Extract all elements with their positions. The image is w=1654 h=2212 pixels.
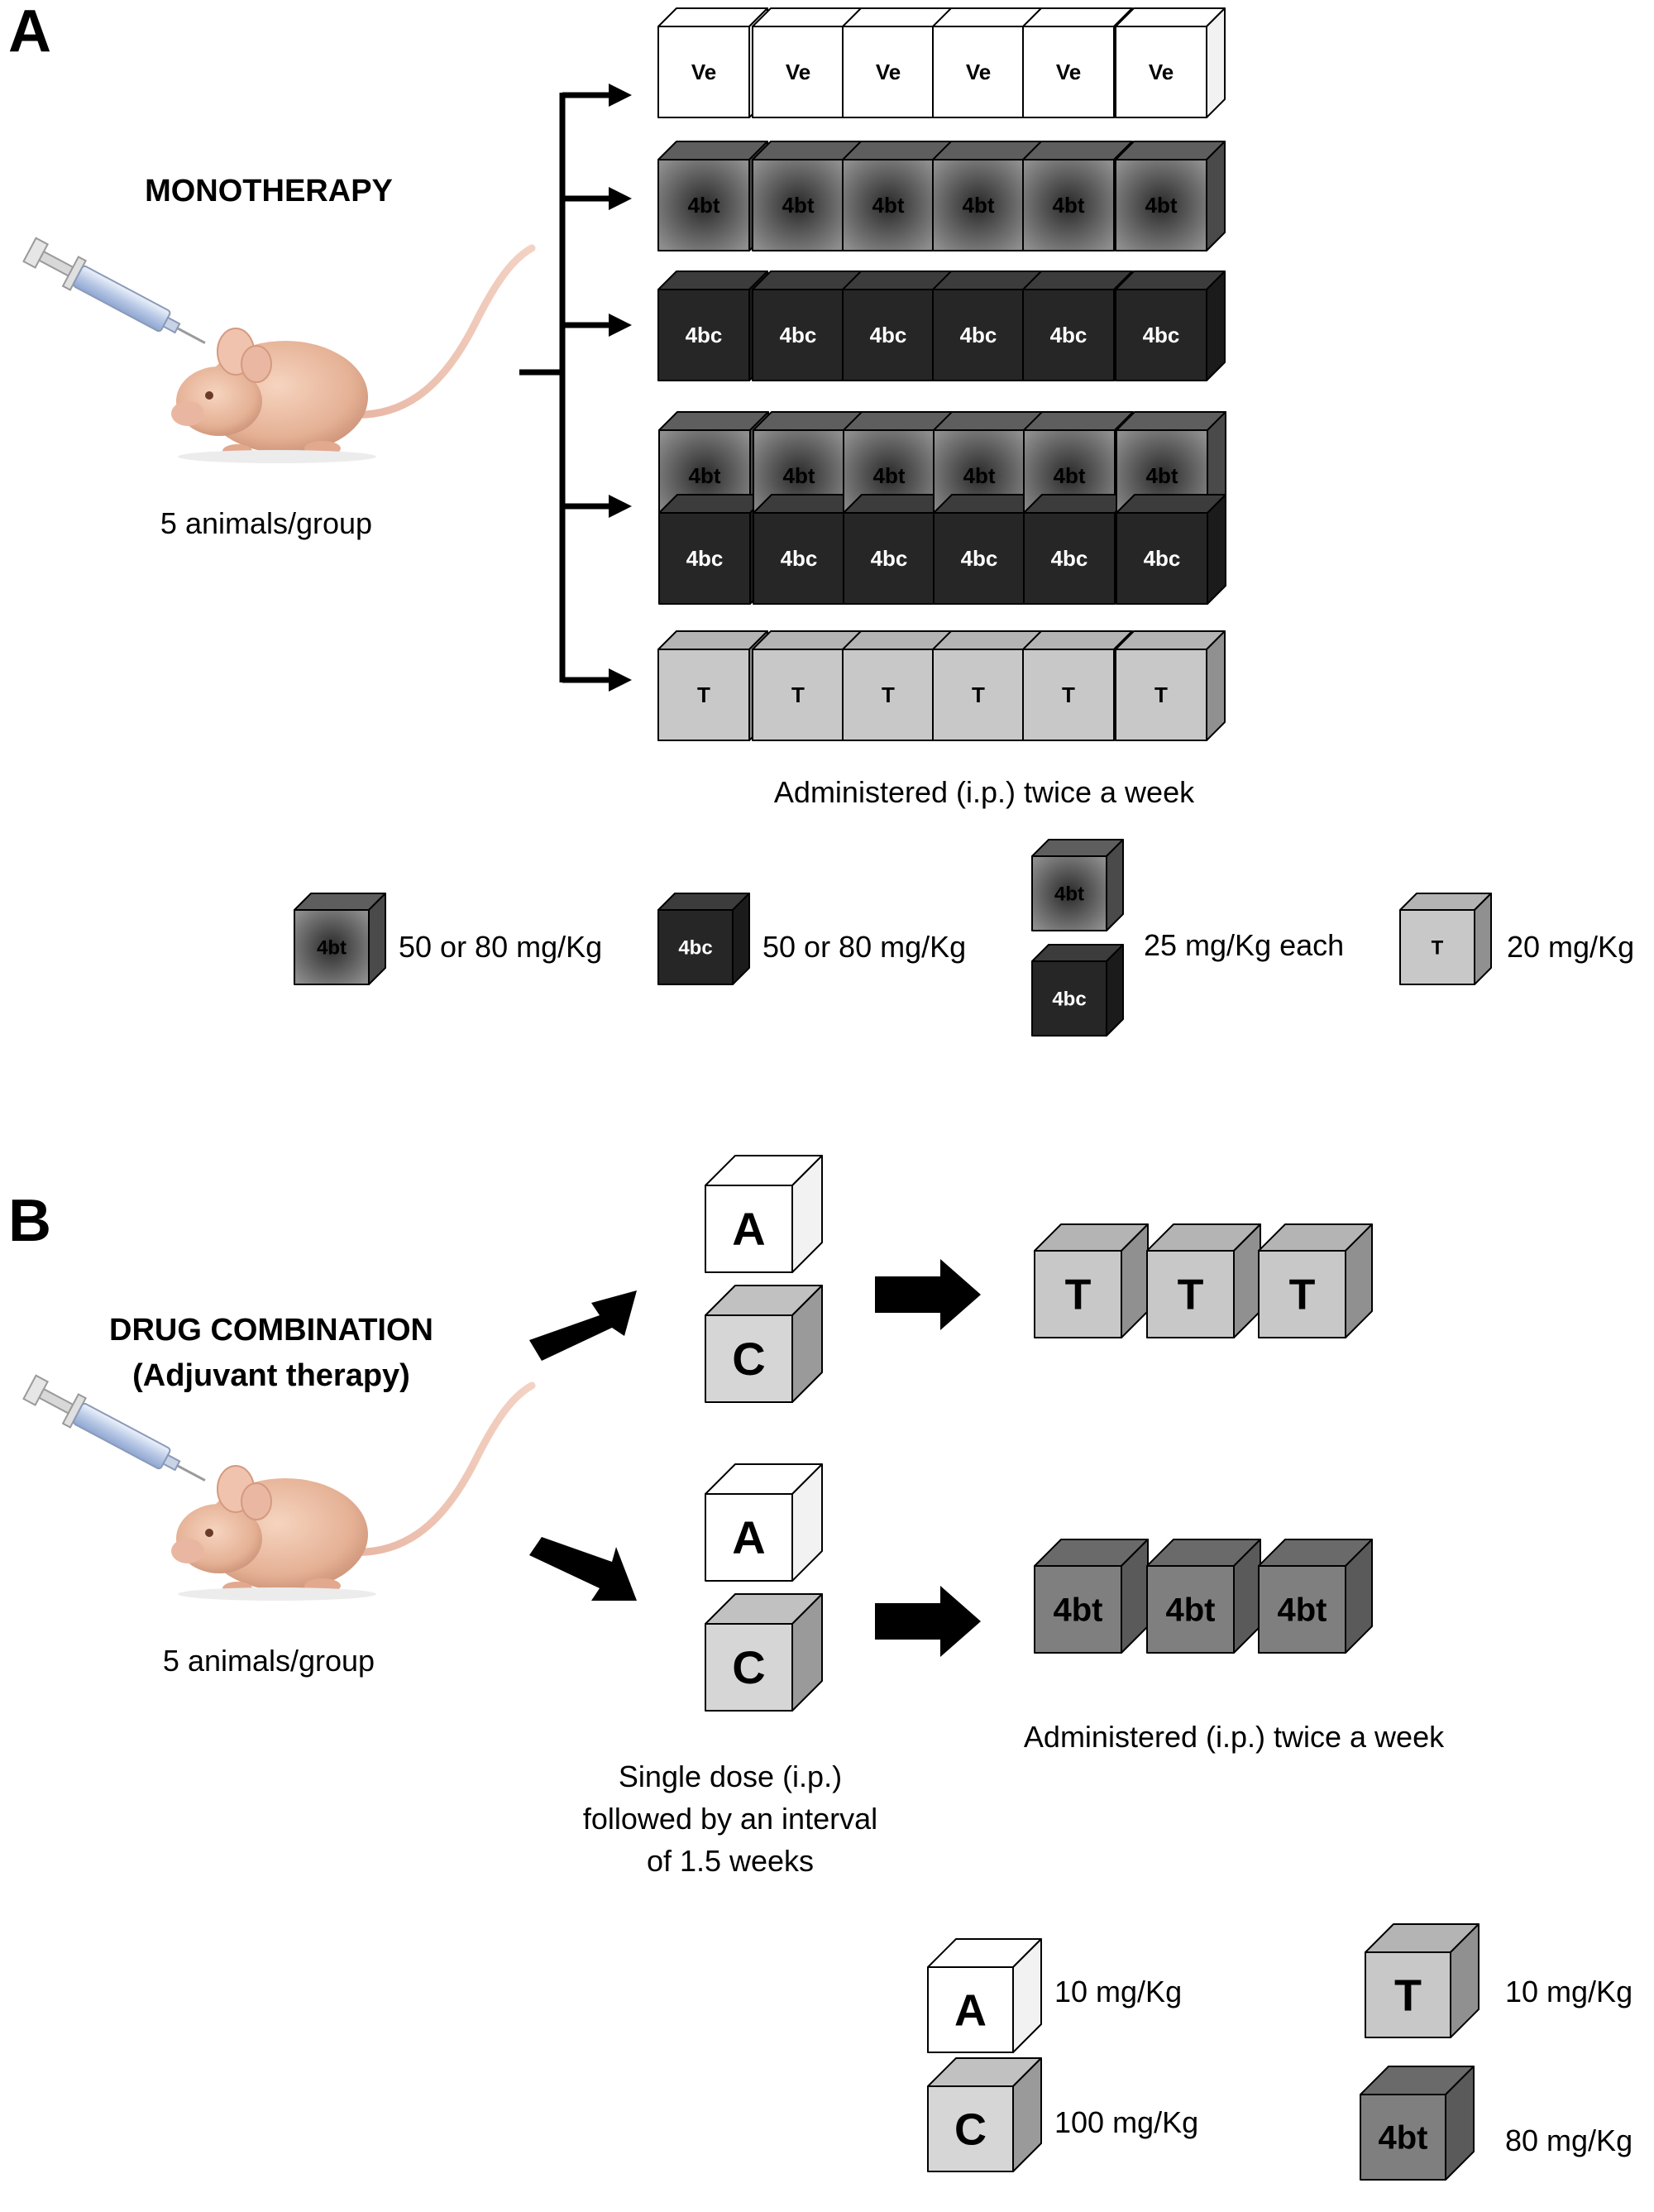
mouse-ear: [241, 1482, 272, 1520]
legend-b-cube-t: T: [1365, 1923, 1480, 2038]
mouse-with-syringe-illustration: [22, 237, 536, 463]
panel-a-legend: 4bt 50 or 80 mg/Kg 4bc 50 or 80 mg/Kg 4bt 4bc…: [294, 839, 1634, 1037]
mouse-shadow: [178, 1587, 376, 1601]
cube-4bc-combo-bottom: 4bc: [1116, 494, 1226, 605]
legend-a-cube-4bt-combo: 4bt: [1031, 839, 1124, 931]
syringe-icon: [22, 1374, 206, 1482]
mouse-tail: [335, 1381, 536, 1556]
cube-4bc-group: 4bc: [1115, 271, 1226, 381]
syringe-icon: [22, 237, 206, 344]
cube-a-row1: A: [705, 1155, 823, 1273]
legend-b-cube-c: C: [927, 2057, 1042, 2172]
arrow-to-row2: [529, 1537, 637, 1601]
cube-t-treatment: T: [1258, 1223, 1373, 1338]
cube-a-row2: A: [705, 1463, 823, 1582]
cube-t-group: T: [1115, 630, 1226, 741]
arrow-row1-to-treatment: [875, 1259, 981, 1330]
panel-a-title: MONOTHERAPY: [145, 174, 393, 208]
panel-b-title-line2: (Adjuvant therapy): [132, 1358, 410, 1393]
legend-b-cube-a: A: [927, 1938, 1042, 2053]
cube-t-group: T: [657, 630, 768, 741]
mouse-ear: [241, 345, 272, 383]
panel-a-admin-note: Administered (i.p.) twice a week: [774, 775, 1195, 809]
legend-b-dose-4bt: 80 mg/Kg: [1505, 2123, 1632, 2157]
mouse-with-syringe-illustration: [22, 1374, 536, 1601]
cube-c-row1: C: [705, 1285, 823, 1403]
cube-4bt-group: 4bt: [1115, 141, 1226, 251]
legend-a-cube-4bt: 4bt: [294, 893, 386, 985]
mouse-shadow: [178, 450, 376, 463]
legend-a-dose-combo: 25 mg/Kg each: [1144, 928, 1344, 962]
arrow-to-row1: [529, 1290, 637, 1361]
cube-4bt-group: 4bt: [657, 141, 768, 251]
legend-a-dose-4bt: 50 or 80 mg/Kg: [399, 930, 602, 964]
cube-ve-group: Ve: [657, 7, 768, 118]
mouse-tail: [335, 244, 536, 419]
legend-a-cube-4bc: 4bc: [657, 893, 750, 985]
cube-ve-group: Ve: [752, 7, 863, 118]
panel-b-letter: B: [8, 1188, 51, 1254]
arrow-row2-to-treatment: [875, 1586, 981, 1657]
panel-b-admin-note: Administered (i.p.) twice a week: [1024, 1720, 1445, 1754]
cube-t-treatment: T: [1034, 1223, 1149, 1338]
cube-4bt-treatment: 4bt: [1258, 1539, 1373, 1654]
panel-a-animals: 5 animals/group: [160, 506, 372, 540]
cube-c-row2: C: [705, 1593, 823, 1712]
branch-arrows: [519, 92, 612, 683]
mouse-snout: [171, 1539, 204, 1563]
cube-4bt-treatment: 4bt: [1146, 1539, 1261, 1654]
single-dose-line3: of 1.5 weeks: [647, 1844, 814, 1878]
single-dose-line1: Single dose (i.p.): [619, 1760, 842, 1793]
single-dose-line2: followed by an interval: [583, 1802, 877, 1836]
mouse-eye: [205, 391, 213, 400]
legend-a-dose-4bc: 50 or 80 mg/Kg: [762, 930, 966, 964]
mouse-snout: [171, 401, 204, 426]
legend-a-cube-4bc-combo: 4bc: [1031, 944, 1124, 1037]
panel-b-title-line1: DRUG COMBINATION: [109, 1313, 433, 1348]
cube-4bt-treatment: 4bt: [1034, 1539, 1149, 1654]
cube-4bc-group: 4bc: [657, 271, 768, 381]
legend-b-cube-4bt: 4bt: [1360, 2066, 1475, 2181]
panel-b-animals: 5 animals/group: [163, 1644, 375, 1678]
cube-4bc-combo-bottom: 4bc: [658, 494, 769, 605]
legend-b-dose-c: 100 mg/Kg: [1054, 2105, 1198, 2139]
branch-arrowheads: [609, 84, 632, 692]
mouse-eye: [205, 1529, 213, 1537]
cube-t-treatment: T: [1146, 1223, 1261, 1338]
panel-b-legend: A 10 mg/KgC 100 mg/Kg T 10 mg/Kg 4bt 80 mg/Kg: [927, 1923, 1632, 2181]
legend-b-dose-t: 10 mg/Kg: [1505, 1975, 1632, 2009]
legend-b-dose-a: 10 mg/Kg: [1054, 1975, 1182, 2009]
panel-a-letter: A: [8, 0, 51, 65]
legend-a-dose-t: 20 mg/Kg: [1507, 930, 1634, 964]
cube-ve-group: Ve: [1115, 7, 1226, 118]
legend-a-cube-t: T: [1399, 893, 1492, 985]
